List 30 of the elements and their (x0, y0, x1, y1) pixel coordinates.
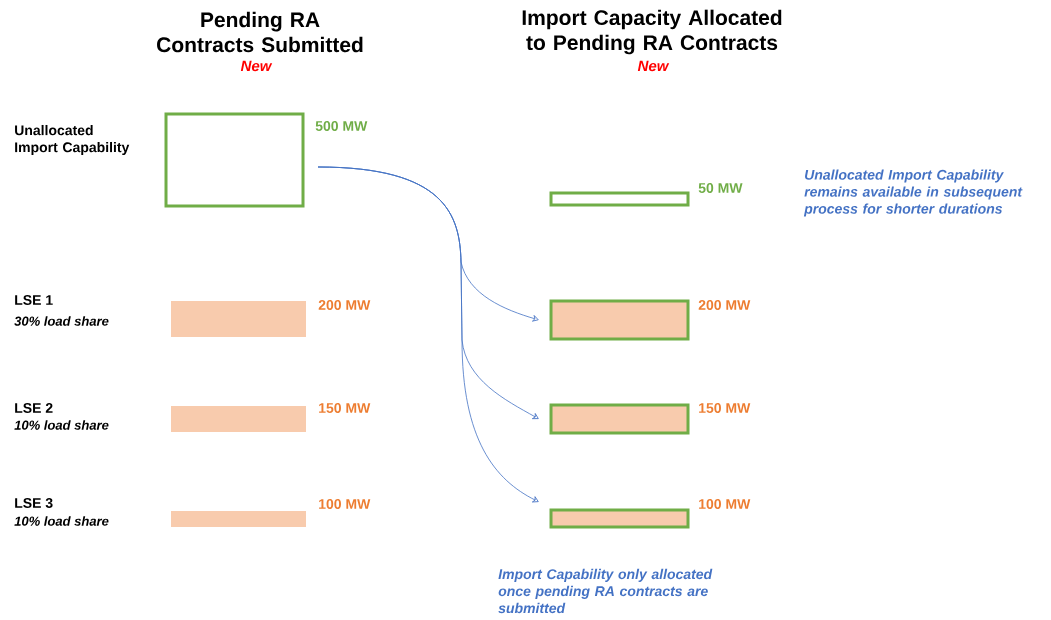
load-share-label: 30% load share (14, 316, 109, 326)
contract-bar (171, 511, 306, 527)
row-label: LSE 1 (15, 295, 53, 305)
capacity-box (549, 191, 690, 207)
row-label: LSE 2 (15, 403, 53, 413)
new-tag: New (637, 60, 670, 72)
column-heading: Pending RA Contracts Submitted (157, 11, 363, 53)
note: Import Capability only allocated once pending RA contracts are submitted (498, 568, 713, 614)
capacity-label: 500 MW (315, 121, 368, 131)
capacity-box (164, 112, 305, 208)
capacity-label: 50 MW (698, 183, 743, 193)
capacity-box (549, 508, 690, 529)
capacity-label: 200 MW (698, 300, 751, 310)
row-label: Unallocated Import Capability (15, 124, 130, 155)
capacity-label: 100 MW (699, 499, 751, 509)
capacity-label: 150 MW (699, 403, 751, 413)
column-heading: Import Capacity Allocated to Pending RA Contracts (522, 9, 782, 55)
load-share-label: 10% load share (14, 420, 109, 430)
row-label: LSE 3 (15, 498, 53, 508)
capacity-label: 150 MW (319, 403, 371, 413)
load-share-label: 10% load share (14, 516, 109, 526)
arrow (317, 166, 539, 503)
capacity-box (549, 299, 690, 341)
note: Unallocated Import Capability remains available in subsequent process for shorter durations (803, 169, 1023, 217)
contract-bar (171, 301, 306, 337)
capacity-label: 100 MW (319, 499, 371, 509)
capacity-box (549, 403, 690, 435)
contract-bar (171, 406, 306, 432)
new-tag: New (240, 60, 273, 72)
capacity-label: 200 MW (318, 300, 371, 310)
